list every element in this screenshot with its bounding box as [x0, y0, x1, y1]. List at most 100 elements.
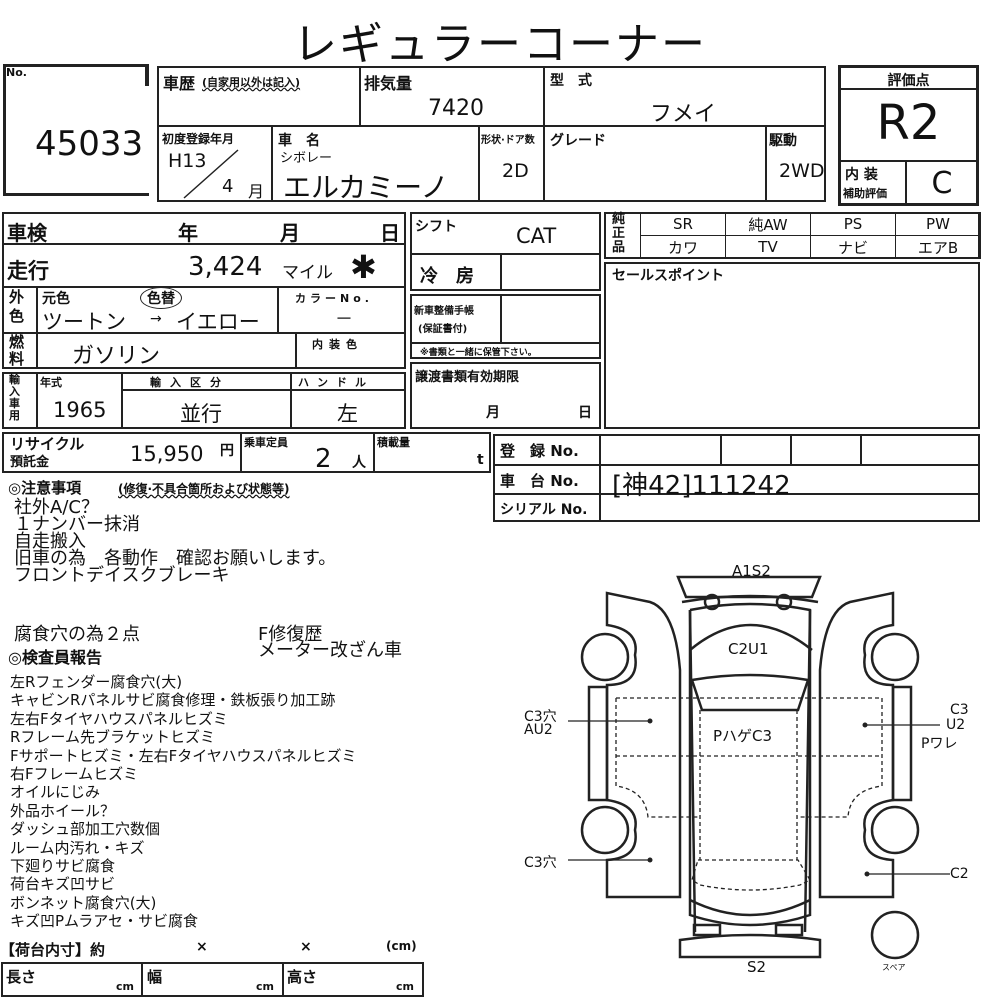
drive-value: 2WD — [779, 160, 825, 182]
import-type-label: 輸入区分 — [150, 376, 230, 389]
note-repair-history: F修復歴 — [258, 624, 323, 645]
arrow-icon: → — [150, 311, 162, 327]
car-damage-diagram — [568, 575, 950, 960]
note-line: 社外A/C？ — [14, 497, 99, 518]
damage-rear: S2 — [747, 958, 767, 976]
bracket-mark — [145, 64, 149, 86]
no-label: No. — [6, 66, 27, 79]
inspection-label: 車検 — [7, 221, 47, 245]
grade-label: グレード — [550, 133, 606, 149]
genuine-item: 純AW — [725, 212, 811, 236]
displacement-label: 排気量 — [364, 74, 413, 93]
reg-no-label: 登 録 No. — [500, 442, 579, 460]
inspection-year: 年 — [178, 221, 198, 245]
inspector-line: 下廻りサビ腐食 — [10, 857, 116, 876]
car-maker: シボレー — [280, 151, 333, 166]
recycle-label: リサイクル — [10, 435, 85, 453]
inspector-line: オイルにじみ — [10, 783, 101, 802]
chassis-no-label: 車 台 No. — [500, 472, 579, 490]
inspector-line: 左Rフェンダー腐食穴(大) — [10, 673, 183, 691]
handle-label: ハンドル — [298, 376, 374, 389]
shift-aircon-box — [410, 212, 601, 291]
inspector-line: 外品ホイール？ — [10, 801, 116, 820]
score-box — [838, 65, 979, 206]
notes-list: 社外A/C？１ナンバー抹消自走搬入旧車の為 各動作 確認お願いします。フロントデ… — [14, 497, 336, 586]
cm-unit: cm — [396, 980, 414, 993]
color-no-value: － — [335, 309, 353, 330]
exterior-label: 外色 — [9, 288, 25, 325]
bed-times-2: × — [300, 939, 312, 955]
warranty-label: (保証書付) — [418, 324, 468, 335]
displacement-value: 7420 — [428, 96, 484, 121]
interior-sub-label: 補助評価 — [843, 187, 887, 200]
genuine-label: 純正品 — [612, 212, 626, 255]
wheel-rear-left — [580, 805, 630, 855]
wheel-rear-right — [870, 805, 920, 855]
capacity-value: 2 — [315, 444, 332, 474]
import-type: 並行 — [180, 402, 222, 426]
lot-number-box — [3, 64, 149, 196]
genuine-item: SR — [640, 212, 726, 236]
color-from: ツートン — [42, 310, 126, 334]
aircon-label: 冷 房 — [420, 266, 474, 287]
color-fuel-box — [2, 286, 406, 369]
import-label: 輸入車用 — [9, 373, 20, 422]
service-book-label: 新車整備手帳 — [414, 306, 474, 317]
inspector-line: ルーム内汚れ・キズ — [10, 838, 145, 857]
shift-value: CAT — [516, 224, 557, 248]
note-line: １ナンバー抹消 — [14, 514, 140, 535]
inspection-month: 月 — [280, 221, 300, 245]
genuine-item: TV — [725, 235, 811, 259]
inspector-line: キャビンRパネルサビ腐食修理・鉄板張り加工跡 — [10, 691, 336, 710]
asterisk-mark: ✱ — [350, 248, 377, 286]
model-code-value: フメイ — [650, 102, 717, 127]
body-doors-label: 形状·ドア数 — [481, 135, 535, 146]
note-line: フロントデイスクブレーキ — [14, 565, 230, 586]
damage-left-front-2: AU2 — [524, 722, 553, 738]
orig-color-label: 元色 — [42, 291, 70, 307]
damage-left-rear: C3穴 — [524, 855, 557, 871]
cm-unit: cm — [116, 980, 134, 993]
interior-label: 内 装 — [845, 167, 878, 183]
recycle-value: 15,950 — [130, 442, 204, 466]
genuine-item: カワ — [640, 235, 726, 259]
color-changed-label: 色替 — [140, 287, 182, 309]
interior-score: C — [931, 166, 953, 201]
model-year-label: 年式 — [40, 376, 62, 389]
spare-label: スペア — [882, 963, 906, 972]
panel-dashed-lines — [615, 697, 883, 891]
notes-label: ◎注意事項 — [8, 479, 82, 497]
cm-unit: cm — [256, 980, 274, 993]
recycle-box — [2, 432, 491, 473]
first-reg-year: H13 — [168, 150, 207, 172]
inspector-line: Rフレーム先ブラケットヒズミ — [10, 728, 215, 747]
transfer-label: 譲渡書類有効期限 — [415, 370, 520, 385]
chassis-no-value: [神42]111242 — [612, 471, 791, 501]
shift-label: シフト — [415, 219, 457, 235]
inspector-line: ボンネット腐食穴(大) — [10, 893, 157, 912]
inspector-report-list: 左Rフェンダー腐食穴(大)キャビンRパネルサビ腐食修理・鉄板張り加工跡左右Fタイ… — [10, 673, 357, 931]
color-to: イエロー — [176, 310, 260, 334]
lot-number: 45033 — [35, 124, 144, 164]
transfer-day: 日 — [578, 405, 592, 421]
genuine-item: エアB — [895, 235, 981, 259]
damage-hood: C2U1 — [728, 640, 769, 658]
inspector-line: 左右Fタイヤハウスパネルヒズミ — [10, 709, 228, 728]
sheet-title: レギュラーコーナー — [293, 19, 707, 70]
damage-right-rear: C2 — [950, 866, 969, 882]
inspection-day: 日 — [380, 221, 400, 245]
damage-right-front-2: U2 — [946, 717, 966, 733]
vehicle-info-grid — [157, 66, 826, 202]
capacity-unit: 人 — [352, 455, 366, 471]
bed-size-box — [1, 962, 424, 997]
car-name-value: エルカミーノ — [283, 171, 449, 204]
mileage-unit: マイル — [282, 263, 333, 283]
inspector-label: ◎検査員報告 — [8, 648, 102, 667]
genuine-item: PS — [810, 212, 896, 236]
import-box — [2, 372, 406, 429]
note-odometer-tampered: メーター改ざん車 — [258, 640, 402, 661]
fuel-label: 燃料 — [9, 333, 25, 368]
sales-point-box — [604, 262, 980, 429]
left-doors — [587, 591, 682, 899]
history-label: 車歴 — [163, 74, 196, 93]
